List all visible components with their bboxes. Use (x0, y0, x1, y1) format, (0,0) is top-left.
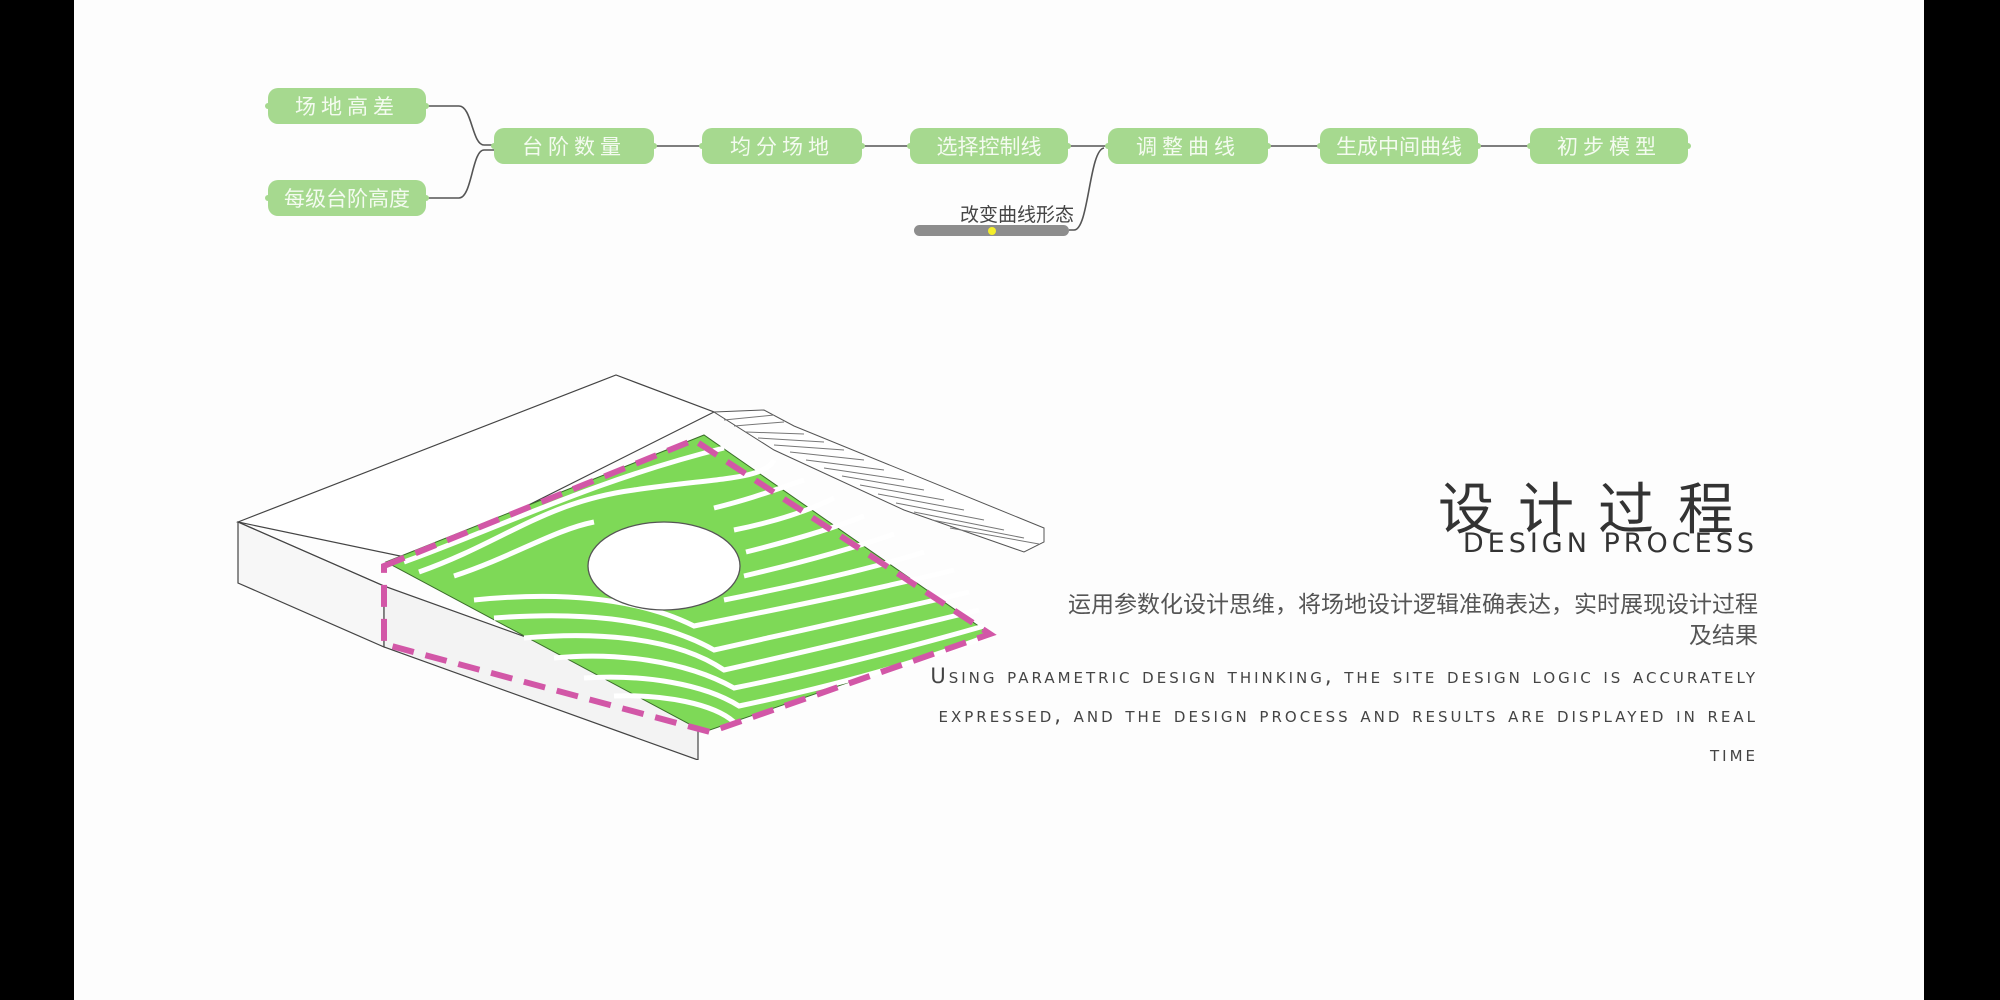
step-node-divide-site[interactable]: 均分场地 (699, 128, 865, 164)
model-contour-lines (403, 445, 989, 724)
curve-shape-slider[interactable] (914, 225, 1069, 236)
input-node-site-height[interactable]: 场地高差 (265, 88, 429, 124)
step-node-generate-mid-curves[interactable]: 生成中间曲线 (1317, 128, 1481, 164)
connector-input1-to-steps (427, 105, 494, 146)
terraced-site-model (235, 374, 1045, 760)
description-en: Using parametric design thinking, the si… (930, 664, 1758, 766)
connector-input2-to-steps (427, 149, 494, 199)
model-oval-plaza (587, 521, 741, 611)
step-node-preliminary-model[interactable]: 初步模型 (1527, 128, 1691, 164)
step-node-step-count[interactable]: 台阶数量 (491, 128, 657, 164)
description-cn: 运用参数化设计思维，将场地设计逻辑准确表达，实时展现设计过程及结果 (1068, 592, 1758, 649)
page-title-cn: 设计过程 (1438, 478, 1758, 543)
step-node-select-control-lines[interactable]: 选择控制线 (907, 128, 1071, 164)
connector-slider-to-step4 (1069, 147, 1105, 231)
page-title-en: DESIGN PROCESS (1462, 528, 1758, 559)
flowchart-connectors (427, 105, 1530, 231)
slide-canvas: 场地高差 每级台阶高度 台阶数量 均分场地 选择控制线 调整曲线 生成中间曲线 … (74, 0, 1924, 1000)
model-highlight-boundary (381, 436, 997, 736)
model-stair-edges (712, 409, 1045, 553)
step-node-adjust-curve[interactable]: 调整曲线 (1105, 128, 1271, 164)
input-node-step-height[interactable]: 每级台阶高度 (265, 180, 429, 216)
slider-knob[interactable] (987, 227, 996, 235)
slider-label: 改变曲线形态 (959, 204, 1074, 226)
